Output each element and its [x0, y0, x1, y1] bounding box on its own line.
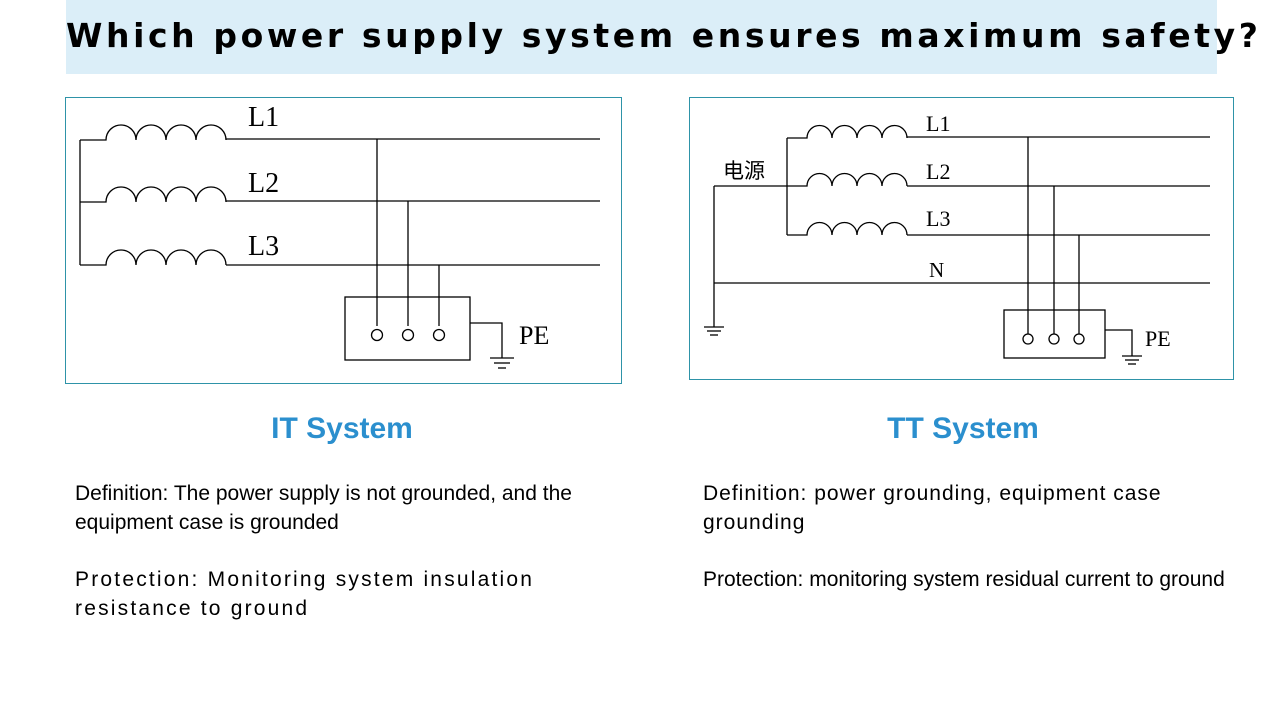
it-system-heading: IT System — [271, 412, 413, 445]
it-label-pe: PE — [519, 321, 549, 350]
it-definition: Definition: The power supply is not grou… — [75, 482, 572, 534]
page-title: Which power supply system ensures maximu… — [66, 16, 1262, 55]
tt-label-n: N — [929, 258, 944, 282]
it-system-diagram: L1 L2 L3 PE — [65, 97, 622, 384]
it-coil-l3 — [80, 249, 227, 266]
tt-system-heading: TT System — [887, 412, 1039, 445]
tt-label-pe: PE — [1145, 326, 1171, 351]
it-equipment-case — [344, 296, 471, 361]
it-label-l3: L3 — [248, 231, 279, 262]
tt-system-diagram: 电源 L1 L2 L3 N PE — [689, 97, 1234, 380]
tt-definition: Definition: power grounding, equipment c… — [703, 482, 1162, 534]
tt-label-l3: L3 — [926, 206, 950, 231]
tt-label-l1: L1 — [926, 111, 950, 136]
it-protection: Protection: Monitoring system insulation… — [75, 568, 535, 620]
tt-coil-l1 — [787, 124, 908, 139]
it-coil-l1 — [80, 124, 227, 141]
it-system-description: Definition: The power supply is not grou… — [75, 479, 615, 623]
it-label-l1: L1 — [248, 102, 279, 133]
tt-label-l2: L2 — [926, 159, 950, 184]
tt-coil-l2 — [787, 172, 908, 187]
it-coil-l2 — [80, 186, 227, 203]
tt-protection: Protection: monitoring system residual c… — [703, 568, 1225, 591]
tt-label-source: 电源 — [723, 159, 765, 183]
tt-system-description: Definition: power grounding, equipment c… — [703, 479, 1233, 594]
tt-coil-l3 — [787, 221, 908, 236]
tt-equipment-case — [1003, 309, 1106, 359]
title-banner: Which power supply system ensures maximu… — [66, 0, 1262, 74]
it-label-l2: L2 — [248, 168, 279, 199]
